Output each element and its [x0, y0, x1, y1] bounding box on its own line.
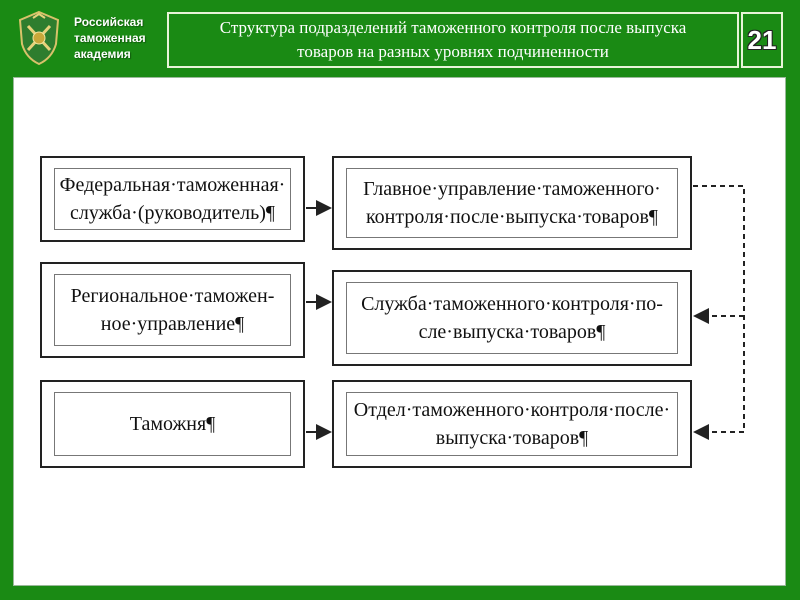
box-label: Таможня¶	[54, 392, 291, 456]
box-label: Отдел·таможенного·контроля·после· выпуск…	[346, 392, 678, 456]
customs-house-box: Таможня¶	[40, 380, 305, 468]
slide-number-box: 21	[741, 12, 783, 68]
slide-title-box: Структура подразделений таможенного конт…	[167, 12, 739, 68]
box-label: Служба·таможенного·контроля·по- сле·выпу…	[346, 282, 678, 354]
control-department-box: Отдел·таможенного·контроля·после· выпуск…	[332, 380, 692, 468]
customs-emblem-icon	[18, 10, 60, 66]
federal-service-box: Федеральная·таможенная· служба·(руководи…	[40, 156, 305, 242]
academy-name: Российская таможенная академия	[74, 14, 164, 62]
box-label: Федеральная·таможенная· служба·(руководи…	[54, 168, 291, 230]
regional-administration-box: Региональное·таможен- ное·управление¶	[40, 262, 305, 358]
control-service-box: Служба·таможенного·контроля·по- сле·выпу…	[332, 270, 692, 366]
academy-line-2: таможенная	[74, 31, 146, 45]
academy-line-3: академия	[74, 47, 131, 61]
main-directorate-box: Главное·управление·таможенного· контроля…	[332, 156, 692, 250]
box-label: Главное·управление·таможенного· контроля…	[346, 168, 678, 238]
slide-title: Структура подразделений таможенного конт…	[219, 18, 687, 61]
slide-number: 21	[747, 24, 777, 55]
header: Российская таможенная академия Структура…	[0, 0, 800, 74]
academy-line-1: Российская	[74, 15, 144, 29]
box-label: Региональное·таможен- ное·управление¶	[54, 274, 291, 346]
